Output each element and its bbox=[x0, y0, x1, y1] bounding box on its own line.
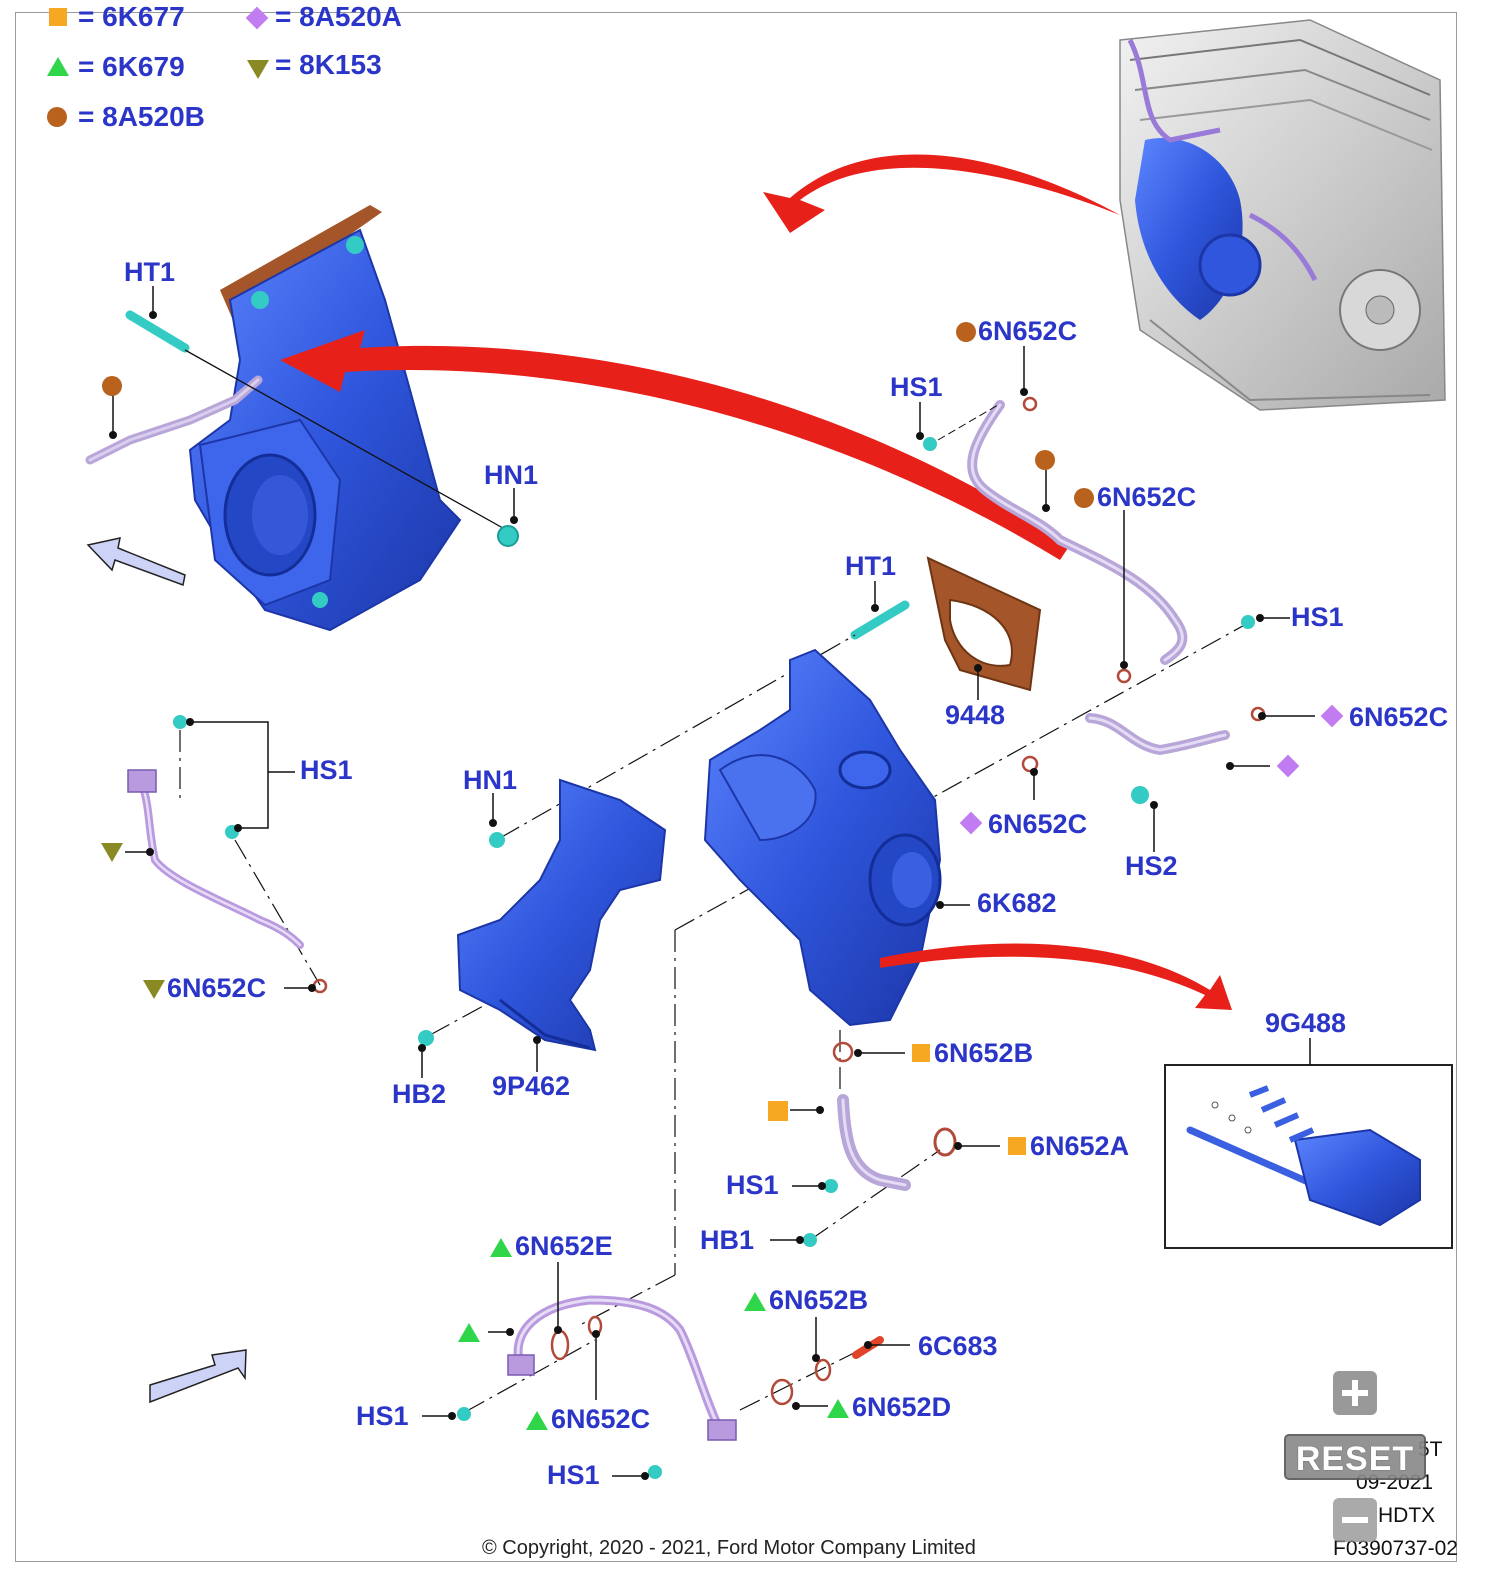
leader-lines bbox=[112, 286, 1315, 1477]
zoom-in-button[interactable] bbox=[1333, 1371, 1377, 1415]
stud-ht1-middle bbox=[850, 600, 910, 640]
callout-ht1[interactable]: HT1 bbox=[124, 257, 176, 287]
callout-6n652b[interactable]: 6N652B bbox=[769, 1285, 869, 1315]
marker-square bbox=[912, 1044, 930, 1062]
bolt-hb2 bbox=[418, 1030, 434, 1046]
callout-hs1[interactable]: HS1 bbox=[356, 1401, 409, 1431]
callout-6c683[interactable]: 6C683 bbox=[918, 1331, 998, 1361]
callout-6n652e[interactable]: 6N652E bbox=[515, 1231, 613, 1261]
red-arrow-top bbox=[763, 154, 1120, 233]
callout-9p462[interactable]: 9P462 bbox=[492, 1071, 571, 1101]
callout-hs1[interactable]: HS1 bbox=[547, 1460, 600, 1490]
engine-overview-illustration bbox=[1119, 19, 1446, 411]
callout-6n652c[interactable]: 6N652C bbox=[551, 1404, 651, 1434]
assembly-lines bbox=[179, 621, 1251, 1413]
marker-dot bbox=[102, 376, 122, 396]
legend-6k679: = 6K679 bbox=[78, 51, 185, 82]
marker-dot bbox=[1074, 488, 1094, 508]
marker-dot bbox=[1035, 450, 1055, 470]
legend-triangle-down-marker bbox=[247, 60, 269, 79]
oil-return-tube-right bbox=[1021, 615, 1266, 804]
callout-6n652c[interactable]: 6N652C bbox=[978, 316, 1078, 346]
legend-8k153: = 8K153 bbox=[275, 49, 382, 80]
callout-hs1[interactable]: HS1 bbox=[726, 1170, 779, 1200]
reset-button[interactable]: RESET bbox=[1284, 1434, 1426, 1480]
callout-6n652c[interactable]: 6N652C bbox=[167, 973, 267, 1003]
oil-feed-tube-upper bbox=[923, 396, 1188, 665]
legend-8a520b: = 8A520B bbox=[78, 101, 205, 132]
red-arrow-right bbox=[880, 943, 1232, 1010]
callout-6k682[interactable]: 6K682 bbox=[977, 888, 1057, 918]
zoom-out-button[interactable] bbox=[1333, 1498, 1377, 1542]
callout-hs1[interactable]: HS1 bbox=[890, 372, 943, 402]
stud-ht1-top bbox=[125, 310, 511, 533]
exhaust-manifold-illustration bbox=[85, 205, 462, 632]
turbocharger-6k682-illustration bbox=[703, 648, 942, 1027]
callout-6n652b[interactable]: 6N652B bbox=[934, 1038, 1034, 1068]
callout-hn1[interactable]: HN1 bbox=[484, 460, 539, 490]
callout-9g488[interactable]: 9G488 bbox=[1265, 1008, 1347, 1038]
legend-6k677: = 6K677 bbox=[78, 1, 185, 32]
callout-6n652c[interactable]: 6N652C bbox=[1097, 482, 1197, 512]
callout-6n652c[interactable]: 6N652C bbox=[988, 809, 1088, 839]
copyright-text: © Copyright, 2020 - 2021, Ford Motor Com… bbox=[482, 1537, 976, 1559]
marker-triangle-up bbox=[827, 1399, 849, 1418]
marker-square bbox=[768, 1101, 788, 1121]
callout-6n652a[interactable]: 6N652A bbox=[1030, 1131, 1130, 1161]
callout-6n652d[interactable]: 6N652D bbox=[852, 1392, 952, 1422]
legend-8a520a: = 8A520A bbox=[275, 1, 402, 32]
leader-dots bbox=[109, 311, 1266, 1480]
callout-9448[interactable]: 9448 bbox=[945, 700, 1006, 730]
callout-hs1[interactable]: HS1 bbox=[300, 755, 353, 785]
callout-hs1[interactable]: HS1 bbox=[1291, 602, 1344, 632]
oil-drain-tube bbox=[803, 1041, 957, 1247]
marker-triangle-up bbox=[744, 1292, 766, 1311]
actuator-9g488-inset bbox=[1164, 1064, 1453, 1249]
view-direction-arrow-top bbox=[86, 537, 186, 587]
view-direction-arrow-bottom bbox=[149, 1349, 247, 1404]
diagram-frame bbox=[15, 12, 1457, 1562]
callout-ht1[interactable]: HT1 bbox=[845, 551, 897, 581]
callout-6n652c[interactable]: 6N652C bbox=[1349, 702, 1449, 732]
callout-hs2[interactable]: HS2 bbox=[1125, 851, 1178, 881]
corner-text-figure-id: F0390737-02 bbox=[1333, 1537, 1458, 1560]
marker-dot bbox=[956, 322, 976, 342]
gasket-9448-illustration bbox=[926, 556, 1042, 692]
legend-triangle-up-marker bbox=[47, 57, 69, 76]
callout-hn1[interactable]: HN1 bbox=[463, 765, 518, 795]
marker-triangle-up bbox=[490, 1238, 512, 1257]
heat-shield-9p462-illustration bbox=[456, 778, 667, 1052]
coolant-tube-left bbox=[127, 715, 328, 994]
marker-triangle-down bbox=[101, 843, 123, 862]
corner-text-code: HDTX bbox=[1378, 1504, 1436, 1527]
nut-hn1-top bbox=[497, 525, 519, 547]
legend-dot-marker bbox=[47, 107, 67, 127]
marker-triangle-up bbox=[526, 1411, 548, 1430]
marker-triangle-down bbox=[143, 980, 165, 999]
marker-square bbox=[1008, 1137, 1026, 1155]
marker-triangle-up bbox=[458, 1323, 480, 1342]
red-arrow-main bbox=[280, 330, 1070, 560]
callout-hb1[interactable]: HB1 bbox=[700, 1225, 755, 1255]
callout-hb2[interactable]: HB2 bbox=[392, 1079, 447, 1109]
nut-hn1-middle bbox=[489, 832, 505, 848]
legend-square-marker bbox=[49, 8, 67, 26]
